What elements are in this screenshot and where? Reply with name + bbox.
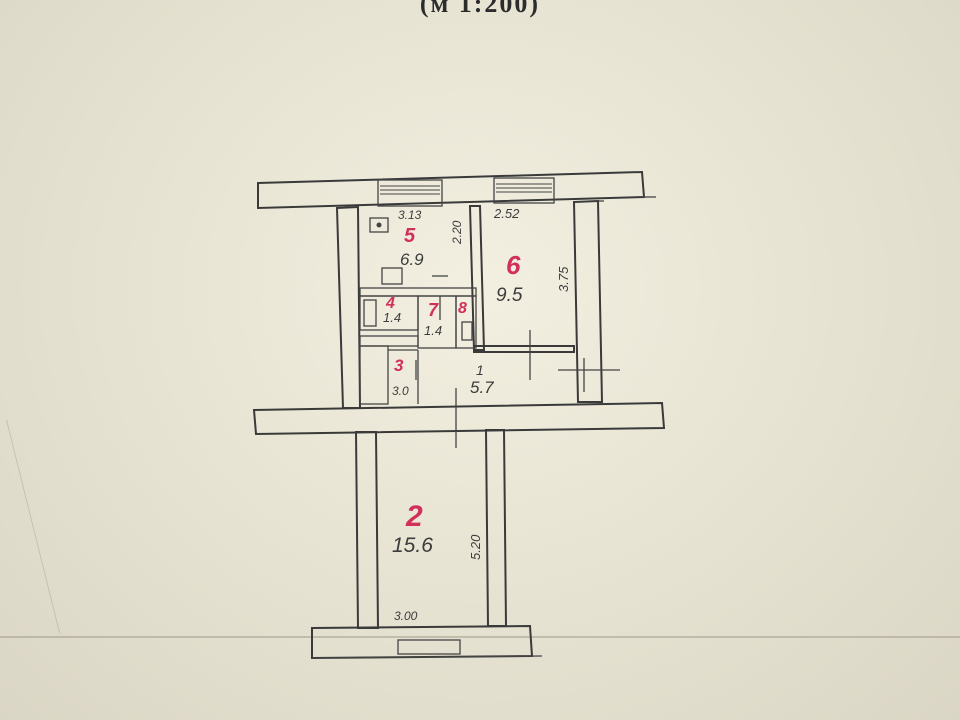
room-3-area: 3.0 — [392, 384, 409, 398]
room-3-number: 3 — [394, 356, 404, 375]
left-wall-upper — [335, 205, 362, 409]
bathroom-block — [359, 287, 477, 405]
room2-right-wall — [484, 429, 508, 627]
room-5-number: 5 — [404, 225, 416, 247]
dimension-room6-width: 2.52 — [494, 206, 520, 221]
room-4-area: 1.4 — [383, 310, 402, 325]
room-6-number: 6 — [506, 250, 521, 280]
right-wall-upper — [572, 199, 604, 403]
top-exterior-wall — [257, 170, 656, 210]
door-marks — [415, 275, 620, 448]
room-2-number: 2 — [406, 500, 423, 533]
sink-fixture — [381, 267, 403, 285]
dimension-room6-depth: 3.75 — [556, 266, 571, 292]
stove-fixture — [369, 217, 389, 233]
paper-fold-line — [0, 636, 960, 638]
room-8-number: 8 — [458, 300, 467, 317]
top-window-right — [493, 177, 555, 204]
dimension-room2-width: 3.00 — [394, 609, 418, 623]
bottom-exterior-wall — [311, 624, 543, 660]
room-6-area: 9.5 — [496, 285, 523, 306]
dimension-kitchen-width: 3.13 — [398, 208, 422, 222]
dimension-room2-depth: 5.20 — [468, 534, 483, 560]
room-4-number: 4 — [386, 295, 395, 312]
top-window-left — [377, 179, 443, 207]
room-1-area: 5.7 — [470, 378, 494, 397]
room-7-area: 1.4 — [424, 323, 443, 338]
room-2-area: 15.6 — [392, 534, 433, 557]
room6-bottom-wall — [473, 345, 575, 353]
room-5-area: 6.9 — [400, 250, 424, 269]
dimension-kitchen-depth: 2.20 — [450, 220, 464, 244]
partition-kitchen-room6 — [468, 205, 486, 351]
room-1-number: 1 — [476, 362, 484, 378]
bottom-window — [397, 639, 461, 655]
room2-left-wall — [354, 431, 380, 629]
scale-caption: (м 1:200) — [419, 0, 541, 18]
room-7-number: 7 — [428, 300, 439, 320]
middle-wall — [252, 401, 666, 436]
